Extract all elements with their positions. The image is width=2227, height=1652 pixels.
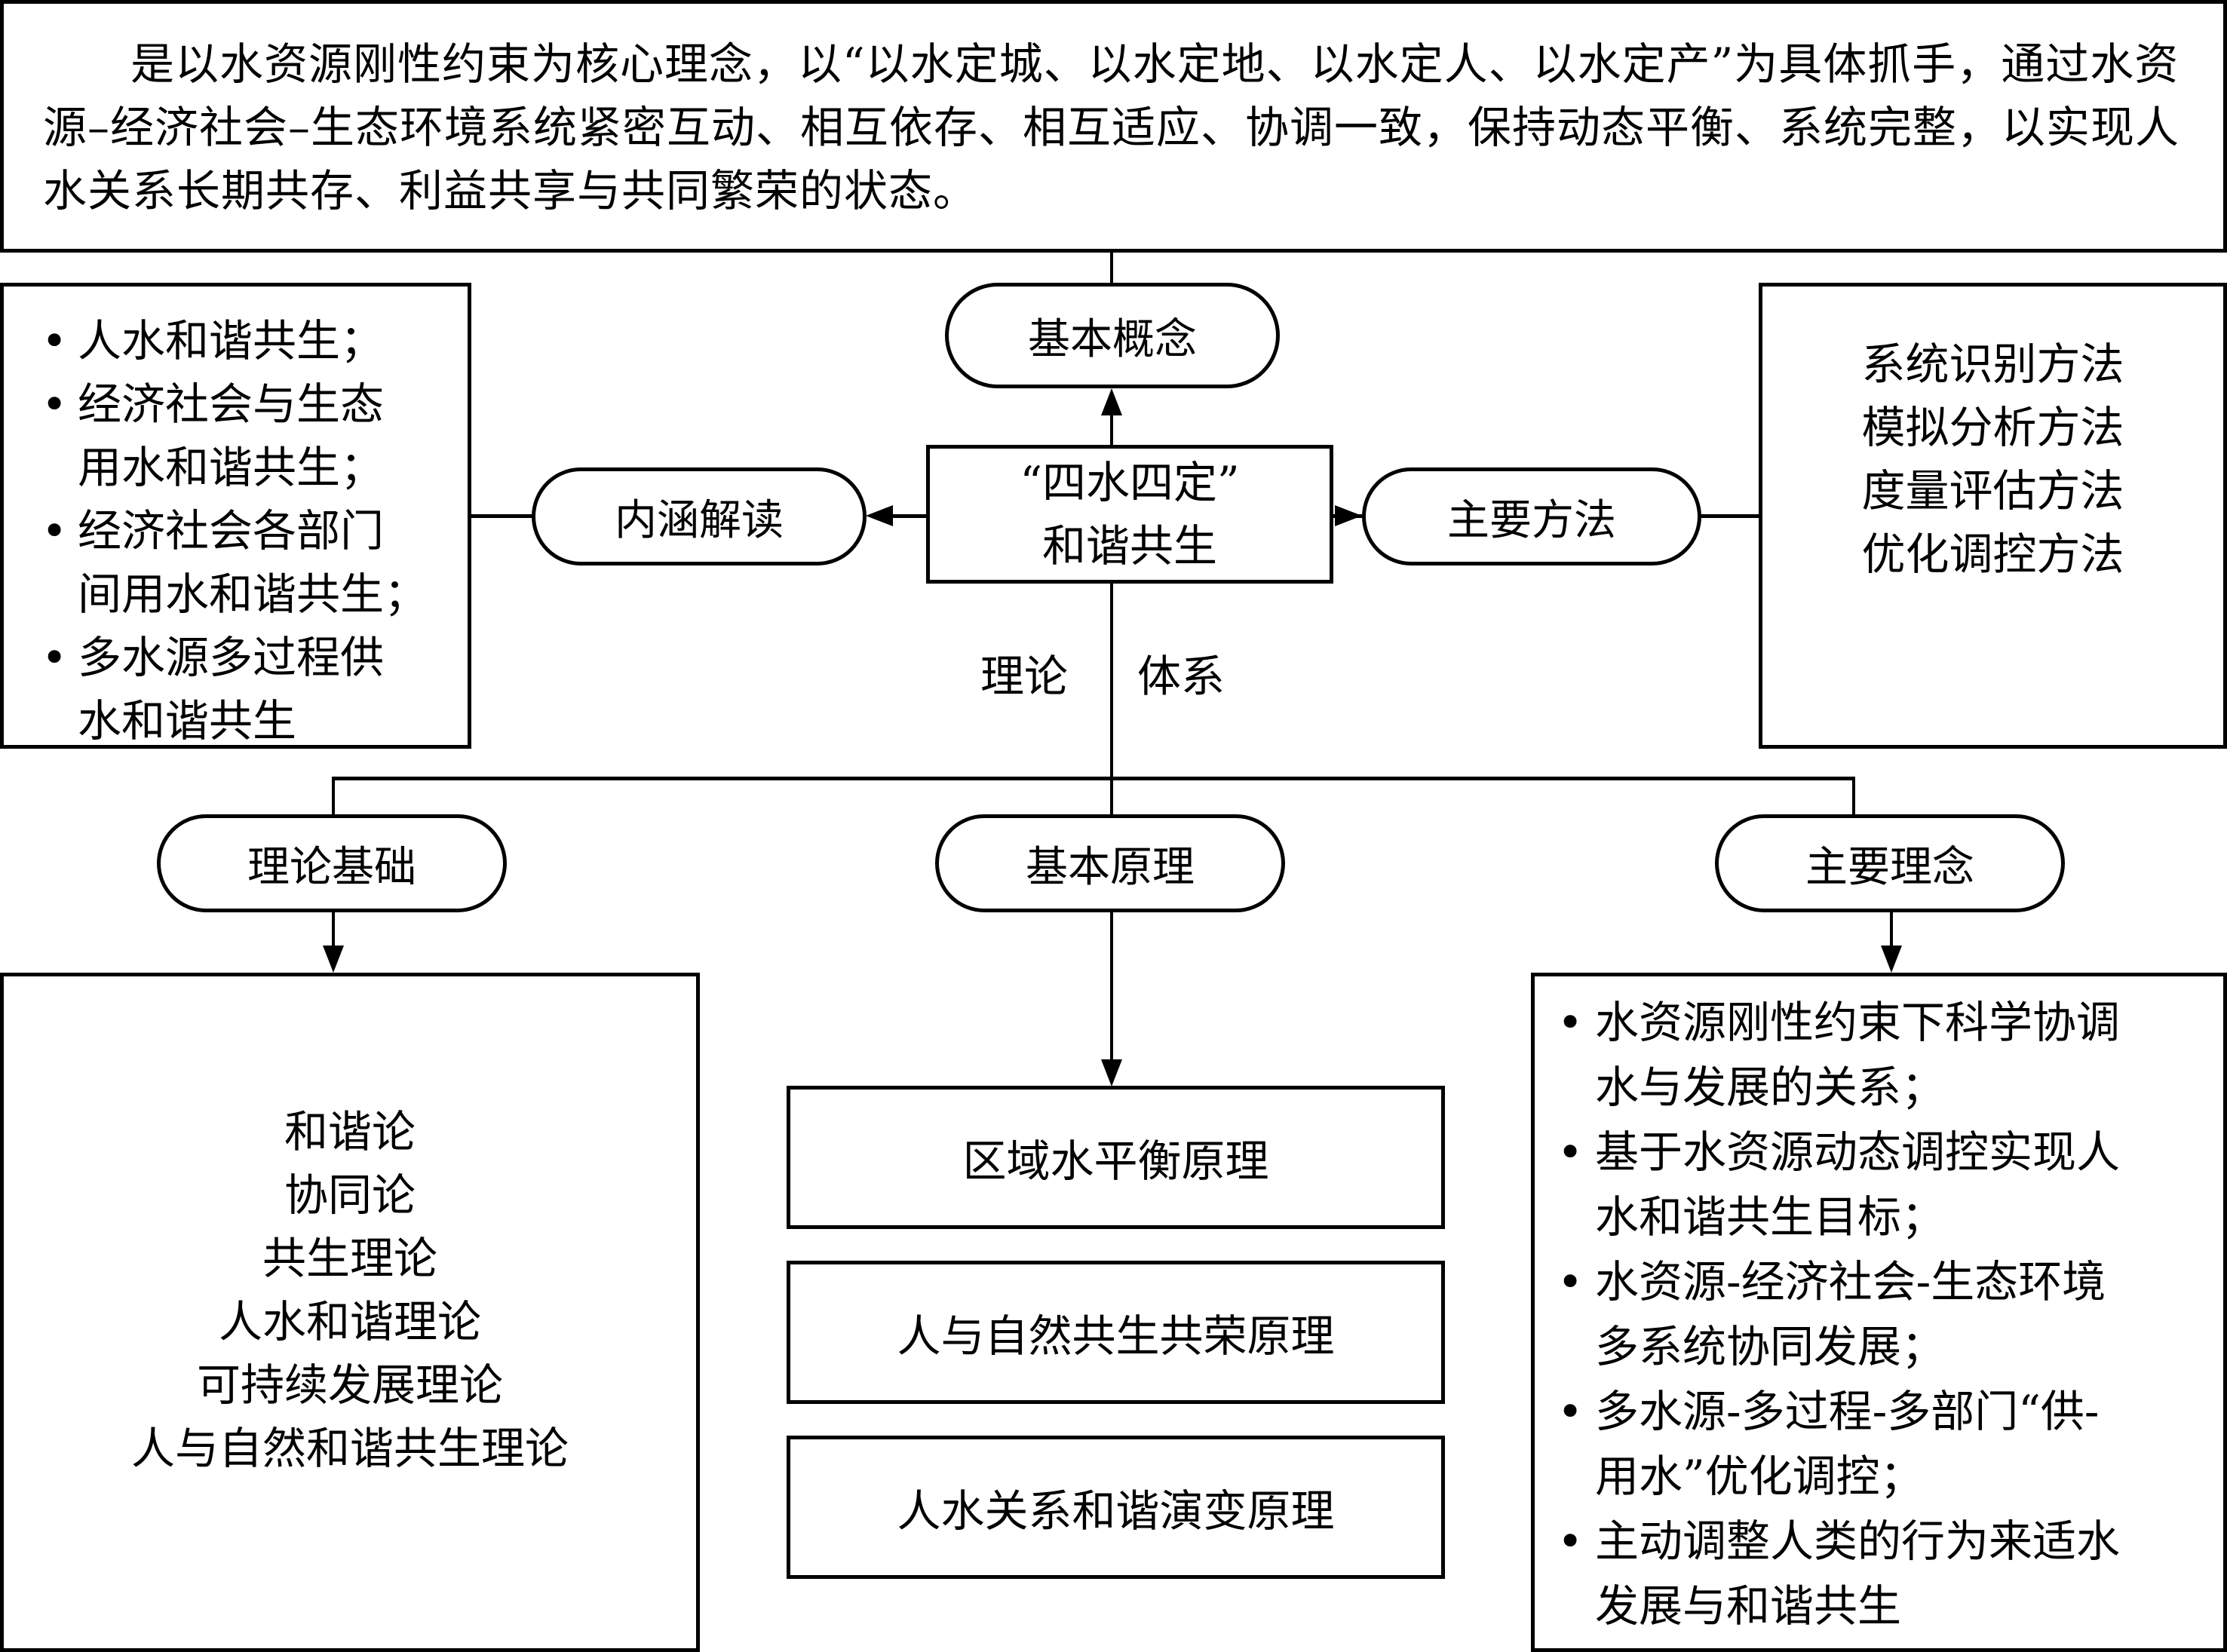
main-idea-line: 发展与和谐共生 (1595, 1580, 1902, 1632)
arrow-up-icon (1101, 388, 1122, 415)
bullet-icon: • (41, 379, 68, 430)
main-idea-item: • 水资源刚性约束下科学协调 水与发展的关系； (1535, 990, 2223, 1120)
connotation-item-line: 多水源多过程供 (78, 632, 385, 683)
method-item: 度量评估方法 (1861, 465, 2124, 516)
connector-theory-basis-down (332, 912, 335, 950)
bullet-icon: • (1557, 1126, 1584, 1178)
connotation-list-box: • 人水和谐共生； • 经济社会与生态 用水和谐共生； • 经济社会各部门 间用… (0, 283, 471, 749)
connector-branch-bus (332, 777, 1855, 780)
theory-basis-box: 和谐论 协同论 共生理论 人水和谐理论 可持续发展理论 人与自然和谐共生理论 (0, 973, 700, 1652)
connector-theory-system-trunk (1110, 584, 1113, 780)
principle-label: 人水关系和谐演变原理 (897, 1485, 1335, 1537)
connotation-item-line: 用水和谐共生； (78, 442, 385, 493)
theory-basis-item: 人水和谐理论 (218, 1295, 481, 1347)
concept-definition-text: 是以水资源刚性约束为核心理念，以“以水定城、以水定地、以水定人、以水定产”为具体… (43, 38, 2180, 216)
connotation-item-line: 经济社会各部门 (78, 505, 385, 556)
center-node-four-water[interactable]: “四水四定” 和谐共生 (926, 445, 1333, 584)
node-basic-concept[interactable]: 基本概念 (945, 283, 1280, 388)
main-idea-item: • 主动调整人类的行为来适水 发展与和谐共生 (1535, 1509, 2223, 1638)
connotation-item-line: 间用水和谐共生； (78, 569, 428, 620)
main-idea-item: • 基于水资源动态调控实现人 水和谐共生目标； (1535, 1120, 2223, 1249)
arrow-left-icon (866, 505, 893, 526)
connector-methods-box (1701, 514, 1760, 518)
node-connotation-label: 内涵解读 (615, 495, 784, 545)
connotation-item: • 经济社会各部门 间用水和谐共生； (11, 499, 468, 626)
theory-basis-item: 和谐论 (284, 1105, 416, 1157)
connector-bus-to-theory-basis (332, 777, 335, 814)
main-idea-line: 多系统协同发展； (1595, 1321, 1946, 1372)
connotation-list: • 人水和谐共生； • 经济社会与生态 用水和谐共生； • 经济社会各部门 间用… (11, 309, 468, 752)
bullet-icon: • (1557, 1386, 1584, 1437)
main-ideas-list: • 水资源刚性约束下科学协调 水与发展的关系； • 基于水资源动态调控实现人 水… (1535, 990, 2223, 1638)
main-idea-line: 多水源-多过程-多部门“供- (1595, 1386, 2100, 1437)
connector-center-to-connotation (890, 514, 928, 518)
main-idea-line: 水和谐共生目标； (1595, 1191, 1946, 1243)
main-idea-line: 水资源刚性约束下科学协调 (1595, 997, 2121, 1048)
bullet-icon: • (41, 632, 68, 683)
node-main-methods[interactable]: 主要方法 (1362, 467, 1701, 565)
connector-ideas-down (1890, 912, 1893, 950)
principle-label: 区域水平衡原理 (962, 1136, 1269, 1187)
methods-list: 系统识别方法 模拟分析方法 度量评估方法 优化调控方法 (1861, 333, 2124, 586)
arrow-down-icon (323, 946, 344, 973)
methods-list-box: 系统识别方法 模拟分析方法 度量评估方法 优化调控方法 (1759, 283, 2227, 749)
theory-basis-item: 可持续发展理论 (196, 1359, 503, 1411)
connector-principles-down (1110, 912, 1113, 1067)
main-idea-item: • 水资源-经济社会-生态环境 多系统协同发展； (1535, 1249, 2223, 1379)
theory-system-label-left: 理论 (980, 651, 1069, 702)
principle-box: 区域水平衡原理 (787, 1086, 1445, 1229)
theory-basis-item: 协同论 (284, 1169, 416, 1221)
bullet-icon: • (1557, 1256, 1584, 1307)
arrow-right-icon (1335, 505, 1362, 526)
connector-bus-to-ideas (1852, 777, 1855, 814)
bullet-icon: • (41, 505, 68, 556)
connotation-item: • 人水和谐共生； (11, 309, 468, 372)
connector-center-to-basic-concept (1110, 413, 1113, 446)
theory-basis-list: 和谐论 协同论 共生理论 人水和谐理论 可持续发展理论 人与自然和谐共生理论 (131, 1100, 569, 1480)
center-node-line-2: 和谐共生 (1041, 520, 1217, 572)
connotation-item-line: 水和谐共生 (78, 695, 297, 746)
main-idea-line: 水与发展的关系； (1595, 1062, 1946, 1113)
main-idea-line: 用水”优化调控； (1595, 1451, 1924, 1502)
connotation-item: • 多水源多过程供 水和谐共生 (11, 626, 468, 752)
concept-definition-box: 是以水资源刚性约束为核心理念，以“以水定城、以水定地、以水定人、以水定产”为具体… (0, 0, 2227, 253)
method-item: 优化调控方法 (1861, 529, 2124, 580)
node-main-ideas[interactable]: 主要理念 (1715, 814, 2065, 912)
arrow-down-icon (1881, 946, 1902, 973)
node-main-ideas-label: 主要理念 (1805, 842, 1974, 892)
theory-basis-item: 共生理论 (262, 1232, 437, 1284)
node-main-methods-label: 主要方法 (1447, 495, 1616, 545)
bullet-icon: • (1557, 1516, 1584, 1567)
connector-connotation-box (471, 514, 532, 518)
node-theory-basis-label: 理论基础 (247, 842, 416, 892)
connector-bus-to-principles (1110, 777, 1113, 814)
connotation-item-line: 经济社会与生态 (78, 379, 385, 430)
connotation-item-line: 人水和谐共生； (78, 315, 385, 366)
node-basic-principles[interactable]: 基本原理 (935, 814, 1285, 912)
arrow-down-icon (1101, 1059, 1122, 1087)
node-connotation[interactable]: 内涵解读 (532, 467, 867, 565)
node-theory-basis[interactable]: 理论基础 (157, 814, 507, 912)
principle-label: 人与自然共生共荣原理 (897, 1310, 1335, 1362)
main-idea-item: • 多水源-多过程-多部门“供- 用水”优化调控； (1535, 1379, 2223, 1509)
bullet-icon: • (41, 315, 68, 366)
main-idea-line: 水资源-经济社会-生态环境 (1595, 1256, 2106, 1307)
principle-box: 人水关系和谐演变原理 (787, 1436, 1445, 1579)
connector-concept-to-basic-concept (1110, 253, 1113, 283)
method-item: 模拟分析方法 (1861, 402, 2124, 453)
method-item: 系统识别方法 (1861, 339, 2124, 390)
connotation-item: • 经济社会与生态 用水和谐共生； (11, 372, 468, 499)
main-idea-line: 主动调整人类的行为来适水 (1595, 1516, 2121, 1567)
theory-system-label-right: 体系 (1137, 651, 1225, 702)
bullet-icon: • (1557, 997, 1584, 1048)
center-node-line-1: “四水四定” (1020, 457, 1240, 508)
node-basic-concept-label: 基本概念 (1028, 314, 1197, 364)
node-basic-principles-label: 基本原理 (1026, 842, 1195, 892)
theory-basis-item: 人与自然和谐共生理论 (130, 1422, 569, 1474)
principle-box: 人与自然共生共荣原理 (787, 1261, 1445, 1404)
main-ideas-box: • 水资源刚性约束下科学协调 水与发展的关系； • 基于水资源动态调控实现人 水… (1531, 973, 2227, 1652)
main-idea-line: 基于水资源动态调控实现人 (1595, 1126, 2121, 1178)
